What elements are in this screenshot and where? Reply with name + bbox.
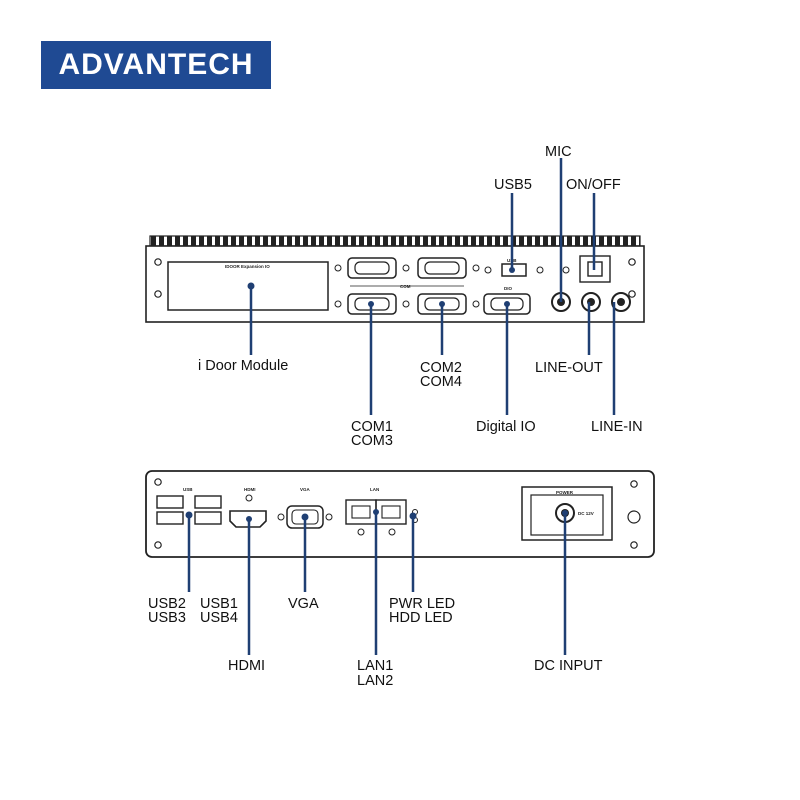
label-dc-input: DC INPUT: [534, 658, 603, 674]
idoor-slot: IDOOR Expansion IO: [167, 261, 329, 311]
usb-tag: USB: [183, 487, 193, 492]
logo-text: ADVANTECH: [58, 48, 254, 81]
leader-lines: [187, 158, 616, 655]
hdmi-port: HDMI: [229, 487, 267, 528]
com-tag: COM: [400, 284, 411, 289]
usb-stack: USB: [156, 487, 222, 525]
label-usb1: USB1: [200, 596, 238, 612]
com-ports: COM: [334, 257, 480, 315]
advantech-logo: ADVANTECH: [41, 41, 271, 89]
label-usb3: USB3: [148, 610, 186, 626]
label-idoor-module: i Door Module: [198, 358, 288, 374]
audio-jacks: [551, 292, 631, 312]
hdmi-tag: HDMI: [244, 487, 256, 492]
label-lan2: LAN2: [357, 673, 393, 689]
label-line-out: LINE-OUT: [535, 360, 603, 376]
label-hdmi: HDMI: [228, 658, 265, 674]
label-onoff: ON/OFF: [566, 177, 621, 193]
label-usb4: USB4: [200, 610, 238, 626]
label-com2: COM2: [420, 360, 462, 376]
power-tag: POWER: [556, 490, 574, 495]
label-vga: VGA: [288, 596, 319, 612]
idoor-tag: IDOOR Expansion IO: [225, 264, 270, 269]
label-com1: COM1: [351, 419, 393, 435]
label-usb5: USB5: [494, 177, 532, 193]
vga-tag: VGA: [300, 487, 311, 492]
label-com3: COM3: [351, 433, 393, 449]
label-digital-io: Digital IO: [476, 419, 536, 435]
label-com4: COM4: [420, 374, 462, 390]
dc-tag: DC 12V: [578, 511, 594, 516]
label-pwr-led: PWR LED: [389, 596, 455, 612]
front-panel: IDOOR Expansion IO COM USB: [145, 235, 645, 323]
label-line-in: LINE-IN: [591, 419, 643, 435]
lan-tag: LAN: [370, 487, 379, 492]
leader-dots: [185, 267, 568, 522]
dio-tag: DIO: [504, 286, 513, 291]
label-mic: MIC: [545, 144, 572, 160]
label-usb2: USB2: [148, 596, 186, 612]
rear-panel: USB HDMI VGA LAN: [145, 470, 655, 558]
label-lan1: LAN1: [357, 658, 393, 674]
label-hdd-led: HDD LED: [389, 610, 453, 626]
